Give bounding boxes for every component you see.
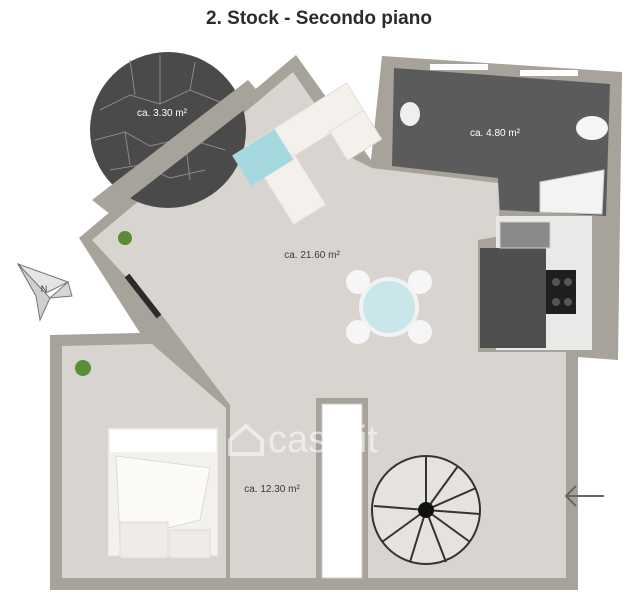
shower-tray xyxy=(539,169,605,215)
room-area-living: ca. 21.60 m² xyxy=(284,250,340,261)
balcony-wall-edge xyxy=(92,80,262,214)
cooktop xyxy=(546,270,576,314)
corridor-partition xyxy=(321,403,363,579)
watermark-text: casa.it xyxy=(268,419,378,461)
room-area-bedroom: ca. 12.30 m² xyxy=(244,484,300,495)
toilet xyxy=(576,116,608,140)
bathroom-sink xyxy=(400,102,420,126)
kitchen-counter-dark xyxy=(480,248,546,348)
plant-icon xyxy=(75,360,91,376)
bathroom-window-2 xyxy=(520,70,578,76)
entry-arrow-icon xyxy=(564,485,604,507)
page-title: 2. Stock - Secondo piano xyxy=(206,8,432,29)
room-area-bathroom: ca. 4.80 m² xyxy=(470,128,521,139)
watermark-logo xyxy=(228,423,264,456)
bed xyxy=(107,427,219,559)
room-area-balcony: ca. 3.30 m² xyxy=(137,108,188,119)
dining-table xyxy=(346,270,432,344)
rug-blue xyxy=(232,128,294,186)
balcony-terrace xyxy=(90,52,246,208)
plant-icon xyxy=(118,231,132,245)
compass-icon xyxy=(16,263,73,322)
spiral-staircase xyxy=(371,455,481,565)
bathroom-window xyxy=(430,64,488,70)
compass-letter: N xyxy=(41,284,48,294)
living-floor xyxy=(92,72,566,578)
kitchen-sink xyxy=(499,221,551,249)
living-window xyxy=(124,273,162,319)
